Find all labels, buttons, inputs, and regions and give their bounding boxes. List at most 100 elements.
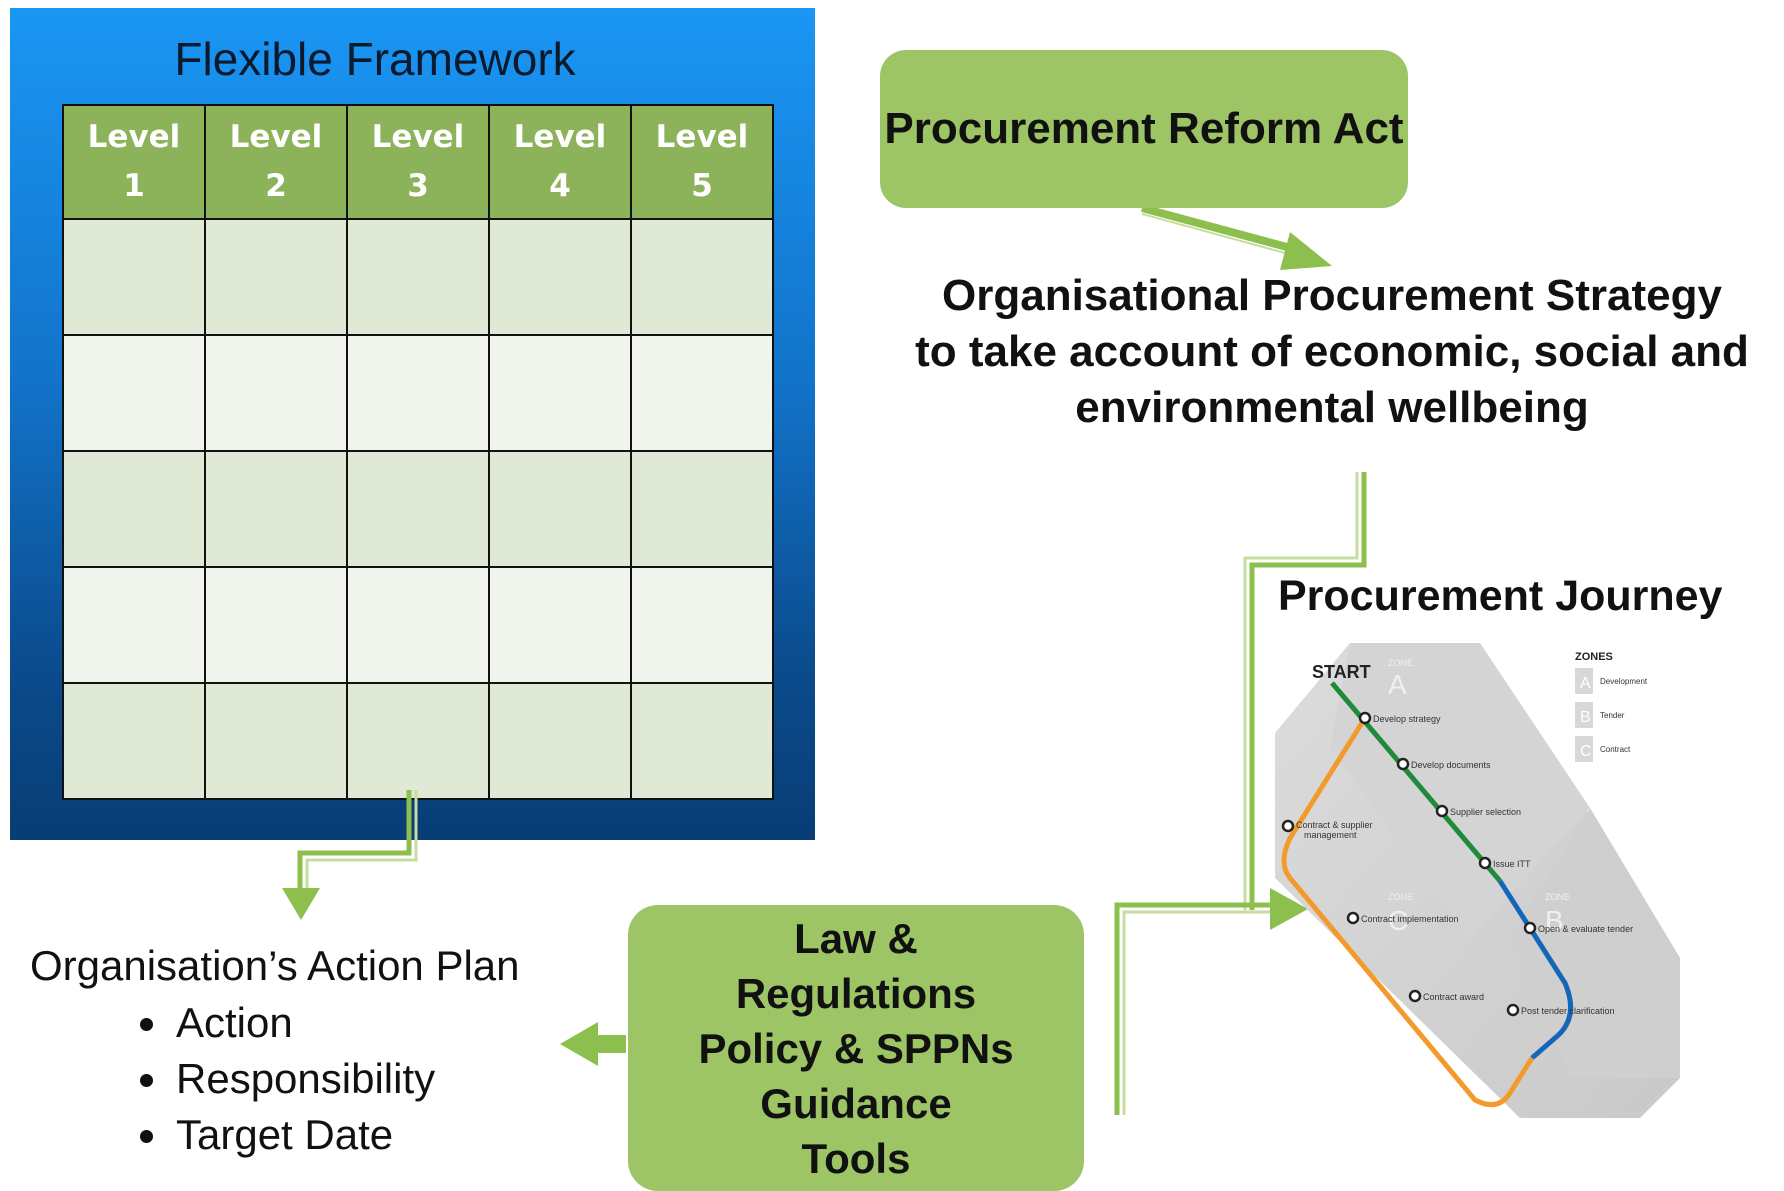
guidance-line: Guidance bbox=[760, 1079, 952, 1127]
grid-cell bbox=[630, 218, 774, 336]
legend-c-name: Contract bbox=[1600, 745, 1631, 754]
tools-line: Tools bbox=[801, 1134, 911, 1182]
action-plan-item-responsibility: Responsibility bbox=[172, 1051, 435, 1107]
grid-cell bbox=[630, 682, 774, 800]
station-contract-award bbox=[1408, 989, 1422, 1003]
arrowhead-diagonal-icon bbox=[1280, 232, 1332, 270]
law-regulations-box: Law & Regulations Policy & SPPNs Guidanc… bbox=[628, 905, 1084, 1191]
grid-row bbox=[62, 566, 774, 684]
legend-b-letter: B bbox=[1580, 709, 1591, 726]
grid-row bbox=[62, 218, 774, 336]
action-plan-item-target-date: Target Date bbox=[172, 1107, 435, 1163]
zone-a-region bbox=[1330, 643, 1590, 938]
strategy-line-2: to take account of economic, social and bbox=[915, 327, 1749, 376]
grid-row bbox=[62, 334, 774, 452]
grid-cell bbox=[346, 218, 490, 336]
grid-row bbox=[62, 682, 774, 800]
legend-c-letter: C bbox=[1580, 743, 1592, 760]
grid-cell bbox=[62, 566, 206, 684]
zone-b-region bbox=[1510, 808, 1680, 1078]
procurement-journey-map: START ZONE A ZONE C ZONE B ZONES A Devel… bbox=[1275, 643, 1680, 1118]
procurement-journey-title: Procurement Journey bbox=[1278, 572, 1723, 620]
label-supplier-selection: Supplier selection bbox=[1450, 807, 1521, 817]
station-contract-supplier-management bbox=[1281, 819, 1295, 833]
grid-cell bbox=[62, 334, 206, 452]
legend-swatch-a bbox=[1575, 668, 1593, 694]
grid-cell bbox=[630, 450, 774, 568]
zone-b-word: ZONE bbox=[1545, 892, 1570, 902]
grid-cell bbox=[204, 334, 348, 452]
grid-cell bbox=[346, 334, 490, 452]
grid-cell bbox=[346, 450, 490, 568]
legend-b-name: Tender bbox=[1600, 711, 1625, 720]
label-develop-documents: Develop documents bbox=[1411, 760, 1491, 770]
framework-title: Flexible Framework bbox=[174, 33, 576, 85]
grid-cell bbox=[630, 566, 774, 684]
grid-cell bbox=[488, 682, 632, 800]
station-contract-implementation bbox=[1346, 911, 1360, 925]
grid-cell bbox=[204, 218, 348, 336]
label-develop-strategy: Develop strategy bbox=[1373, 714, 1441, 724]
law-to-journey-connector-inner bbox=[1122, 910, 1270, 1115]
label-contract-award: Contract award bbox=[1423, 992, 1484, 1002]
strategy-to-journey-connector-inner bbox=[1243, 472, 1359, 910]
organisational-strategy-text: Organisational Procurement Strategy to t… bbox=[880, 268, 1784, 436]
map-start-label: START bbox=[1312, 662, 1371, 682]
zones-heading: ZONES bbox=[1575, 651, 1613, 663]
procurement-reform-act-box: Procurement Reform Act bbox=[880, 50, 1408, 208]
station-develop-documents bbox=[1396, 757, 1410, 771]
zone-c-letter: C bbox=[1388, 905, 1408, 936]
arrowhead-down-icon bbox=[282, 888, 320, 920]
policy-line: Policy & SPPNs bbox=[698, 1024, 1014, 1072]
label-contract-supplier-1: Contract & supplier bbox=[1296, 820, 1373, 830]
grid-cell bbox=[204, 566, 348, 684]
framework-to-action-connector-inner bbox=[305, 790, 418, 888]
grid-cell bbox=[204, 682, 348, 800]
station-supplier-selection bbox=[1435, 804, 1449, 818]
regulations-line: Regulations bbox=[735, 969, 977, 1017]
zone-c-word: ZONE bbox=[1388, 892, 1413, 902]
legend-a-name: Development bbox=[1600, 677, 1648, 686]
grid-cell bbox=[346, 682, 490, 800]
arrowhead-left-icon bbox=[560, 1022, 598, 1066]
legend-a-letter: A bbox=[1580, 675, 1591, 692]
label-issue-itt: Issue ITT bbox=[1493, 859, 1531, 869]
legend-swatch-b bbox=[1575, 702, 1593, 728]
zone-b-letter: B bbox=[1545, 905, 1564, 936]
grid-cell bbox=[488, 566, 632, 684]
label-contract-supplier-2: management bbox=[1304, 830, 1357, 840]
grid-cell bbox=[62, 450, 206, 568]
action-plan-item-action: Action bbox=[172, 995, 435, 1051]
grid-row bbox=[62, 450, 774, 568]
action-plan-list: Action Responsibility Target Date bbox=[130, 995, 435, 1163]
station-open-evaluate bbox=[1523, 921, 1537, 935]
grid-cell bbox=[630, 334, 774, 452]
grid-cell bbox=[62, 682, 206, 800]
grid-cell bbox=[488, 334, 632, 452]
law-to-journey-connector bbox=[1114, 902, 1270, 1115]
grid-cell bbox=[62, 218, 206, 336]
strategy-to-journey-connector bbox=[1249, 472, 1367, 910]
station-issue-itt bbox=[1478, 856, 1492, 870]
journey-line-blue bbox=[1497, 879, 1574, 1060]
action-plan-title: Organisation’s Action Plan bbox=[30, 942, 520, 989]
legend-swatch-c bbox=[1575, 736, 1593, 762]
law-line: Law & bbox=[794, 914, 918, 962]
zone-a-word: ZONE bbox=[1388, 658, 1413, 668]
grid-cell bbox=[204, 450, 348, 568]
grid-cell bbox=[488, 450, 632, 568]
journey-line-orange bbox=[1281, 716, 1535, 1108]
reform-to-strategy-connector bbox=[1140, 204, 1300, 254]
label-open-evaluate: Open & evaluate tender bbox=[1538, 924, 1633, 934]
